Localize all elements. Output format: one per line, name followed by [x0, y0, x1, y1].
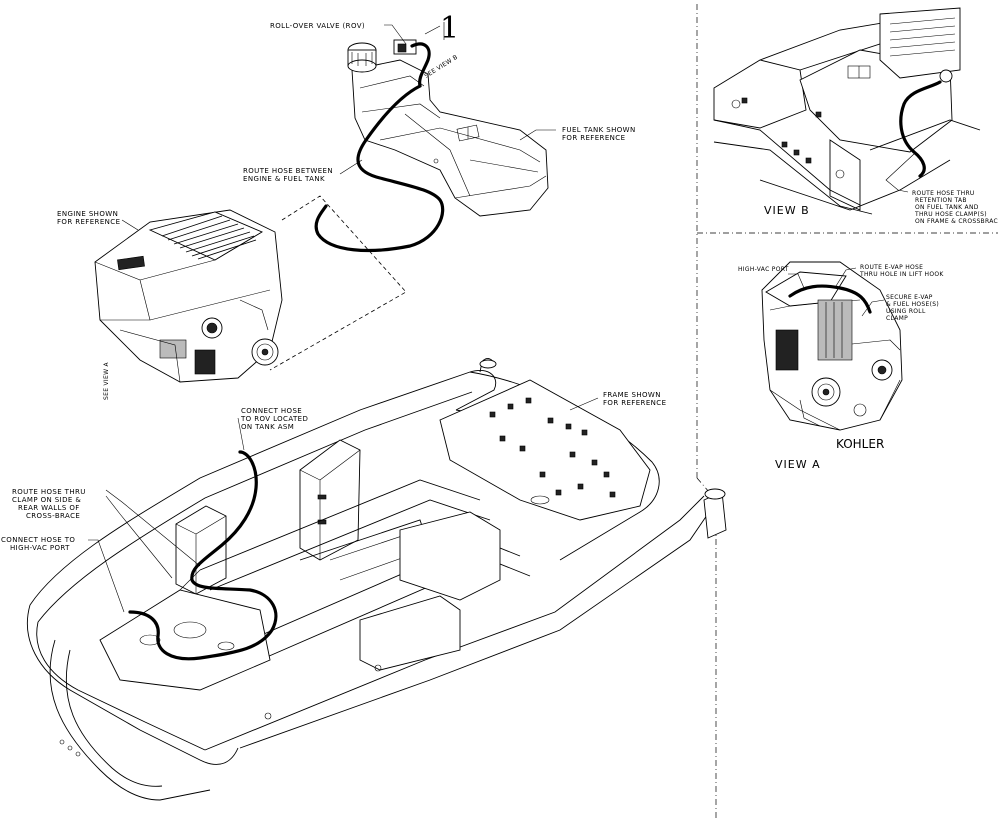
view-a-title: VIEW A: [775, 458, 821, 471]
view-a-high-vac-label: HIGH-VAC PORT: [738, 266, 789, 273]
panel-dividers: [696, 4, 998, 820]
fuel-tank-label-line1: FUEL TANK SHOWN: [562, 126, 636, 134]
view-a-evap-line1: ROUTE E-VAP HOSE: [860, 264, 923, 271]
clamp-label-line3: REAR WALLS OF: [18, 504, 80, 512]
view-a-evap-line2: THRU HOLE IN LIFT HOOK: [859, 271, 944, 278]
view-a-secure-line3: USING ROLL: [886, 308, 926, 315]
see-view-a-label: SEE VIEW A: [103, 361, 110, 400]
clamp-label-line2: CLAMP ON SIDE &: [12, 496, 81, 504]
leader-lines: [88, 22, 915, 613]
view-a-drawing: [761, 261, 903, 431]
route-hose-label-line1: ROUTE HOSE BETWEEN: [243, 167, 333, 175]
engine-cooling-fins: [161, 215, 257, 260]
view-a-secure-line1: SECURE E-VAP: [886, 294, 933, 301]
high-vac-label-line2: HIGH-VAC PORT: [10, 544, 70, 552]
view-b-note-line1: ROUTE HOSE THRU: [912, 190, 975, 197]
callout-number: 1: [440, 11, 459, 46]
view-b-title: VIEW B: [764, 204, 810, 217]
view-a-secure-line2: & FUEL HOSE(S): [886, 301, 939, 308]
seat-pan-slots: [489, 397, 616, 498]
view-a-secure-line4: CLAMP: [886, 315, 908, 322]
view-b-note-line5: ON FRAME & CROSSBRAC: [915, 218, 998, 225]
rov-label: ROLL-OVER VALVE (ROV): [270, 22, 365, 30]
frame-label-line2: FOR REFERENCE: [603, 399, 666, 407]
connect-rov-label-line1: CONNECT HOSE: [241, 407, 302, 415]
frame-hose: [128, 450, 278, 661]
clamp-label-line4: CROSS-BRACE: [26, 512, 80, 520]
engine-label-line1: ENGINE SHOWN: [57, 210, 118, 218]
view-b-note-line4: THRU HOSE CLAMP(S): [914, 211, 987, 218]
view-projection-box: [269, 195, 407, 371]
view-b-drawing: [713, 7, 981, 215]
engine-label-line2: FOR REFERENCE: [57, 218, 120, 226]
frame-label-line1: FRAME SHOWN: [603, 391, 661, 399]
high-vac-label-line1: CONNECT HOSE TO: [1, 536, 75, 544]
view-a-brand-label: KOHLER: [836, 437, 884, 451]
view-b-note-line3: ON FUEL TANK AND: [915, 204, 979, 211]
route-hose-label-line2: ENGINE & FUEL TANK: [243, 175, 325, 183]
fuel-tank-label-line2: FOR REFERENCE: [562, 134, 625, 142]
clamp-label-line1: ROUTE HOSE THRU: [12, 488, 86, 496]
frame-drawing: [26, 358, 727, 801]
connect-rov-label-line2: TO ROV LOCATED: [240, 415, 308, 423]
engine-drawing: [94, 209, 283, 383]
view-b-note-line2: RETENTION TAB: [915, 197, 967, 204]
connect-rov-label-line3: ON TANK ASM: [241, 423, 294, 431]
main-fuel-hose: [314, 84, 445, 253]
